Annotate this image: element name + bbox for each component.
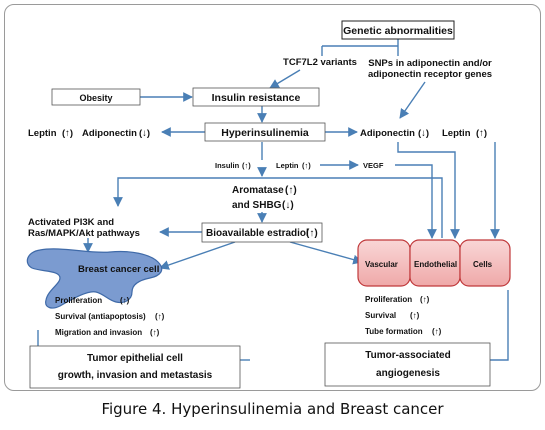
- insulin-small-up-icon: (↑): [242, 161, 251, 170]
- pi3k-label-line2: Ras/MAPK/Akt pathways: [28, 228, 140, 239]
- arrow-to-vessel: [262, 177, 443, 238]
- genetic-label: Genetic abnormalities: [343, 25, 453, 37]
- figure-frame: [4, 4, 541, 391]
- proliferation-right-label: Proliferation: [365, 295, 412, 304]
- survival-right-up-icon: (↑): [410, 311, 420, 320]
- tube-right-label: Tube formation: [365, 327, 423, 336]
- arrow-snps-adipo: [399, 81, 426, 119]
- tumor-epi-label-line2: growth, invasion and metastasis: [58, 370, 213, 381]
- cells-cell: [459, 239, 511, 287]
- arrow-right-bottom: [490, 290, 509, 361]
- adiponectin-right-label: Adiponectin: [360, 128, 415, 139]
- aromatase-label: Aromatase: [232, 185, 284, 196]
- proliferation-right-up-icon: (↑): [420, 295, 430, 304]
- pathway-diagram: Genetic abnormalities TCF7L2 variants SN…: [26, 20, 511, 389]
- breast-cancer-cell-shape: [26, 248, 163, 309]
- cells-label: Cells: [473, 260, 493, 269]
- obesity-label: Obesity: [79, 93, 112, 103]
- arrow-adipo-vessel: [397, 142, 460, 239]
- arrow-bio-vessel: [289, 241, 363, 265]
- insulin-resistance-label: Insulin resistance: [212, 92, 301, 104]
- insulin-resistance-box: [192, 87, 320, 107]
- shbg-label: and SHBG: [232, 200, 282, 211]
- leptin-small-up-icon: (↑): [302, 161, 311, 170]
- vegf-label: VEGF: [363, 161, 384, 170]
- breast-cell-label: Breast cancer cell: [78, 264, 159, 275]
- tcf7l2-label: TCF7L2 variants: [283, 57, 357, 68]
- endothelial-label: Endothelial: [414, 260, 457, 269]
- arrow-vegf-vessel: [395, 164, 437, 239]
- insulin-small-label: Insulin: [215, 161, 240, 170]
- hyperinsulinemia-box: [204, 122, 326, 142]
- shbg-down-icon: (↓): [282, 200, 294, 211]
- adiponectin-right-down-icon: (↓): [418, 128, 429, 139]
- endothelial-cells: [357, 239, 511, 287]
- leptin-left-up-icon: (↑): [62, 128, 73, 139]
- tube-right-up-icon: (↑): [432, 327, 442, 336]
- hyperinsulinemia-label: Hyperinsulinemia: [221, 127, 309, 139]
- tumor-epi-label-line1: Tumor epithelial cell: [87, 353, 183, 364]
- aromatase-up-icon: (↑): [285, 185, 297, 196]
- tumor-angiogenesis-box: [324, 342, 491, 387]
- tumor-epithelial-box: [29, 345, 241, 389]
- snps-label-line2: adiponectin receptor genes: [368, 69, 492, 80]
- bioavailable-up-icon: (↑): [306, 228, 318, 239]
- vascular-label: Vascular: [365, 260, 398, 269]
- survival-left-label: Survival (antiapoptosis): [55, 312, 146, 321]
- adiponectin-left-down-icon: (↓): [139, 128, 150, 139]
- adiponectin-left-label: Adiponectin: [82, 128, 137, 139]
- arrows: [37, 39, 509, 361]
- tumor-ang-label-line2: angiogenesis: [376, 368, 440, 379]
- arrow-to-pi3k: [113, 177, 262, 207]
- migration-left-label: Migration and invasion: [55, 328, 142, 337]
- leptin-right-label: Leptin: [442, 128, 471, 139]
- arrow-tcf-insres: [269, 69, 301, 89]
- arrow-bio-breast: [159, 241, 236, 270]
- leptin-small-label: Leptin: [276, 161, 299, 170]
- survival-left-up-icon: (↑): [155, 312, 165, 321]
- proliferation-left-up-icon: (↑): [120, 296, 130, 305]
- figure-caption: Figure 4. Hyperinsulinemia and Breast ca…: [101, 400, 444, 418]
- snps-label-line1: SNPs in adiponectin and/or: [368, 58, 492, 69]
- genetic-box: [341, 20, 455, 40]
- proliferation-left-label: Proliferation: [55, 296, 102, 305]
- bioavailable-label: Bioavailable estradiol: [206, 228, 309, 239]
- leptin-left-label: Leptin: [28, 128, 57, 139]
- survival-right-label: Survival: [365, 311, 396, 320]
- migration-left-up-icon: (↑): [150, 328, 160, 337]
- pi3k-label-line1: Activated PI3K and: [28, 217, 114, 228]
- leptin-right-up-icon: (↑): [476, 128, 487, 139]
- obesity-box: [51, 88, 141, 106]
- bioavailable-box: [201, 222, 323, 243]
- tumor-ang-label-line1: Tumor-associated: [365, 350, 450, 361]
